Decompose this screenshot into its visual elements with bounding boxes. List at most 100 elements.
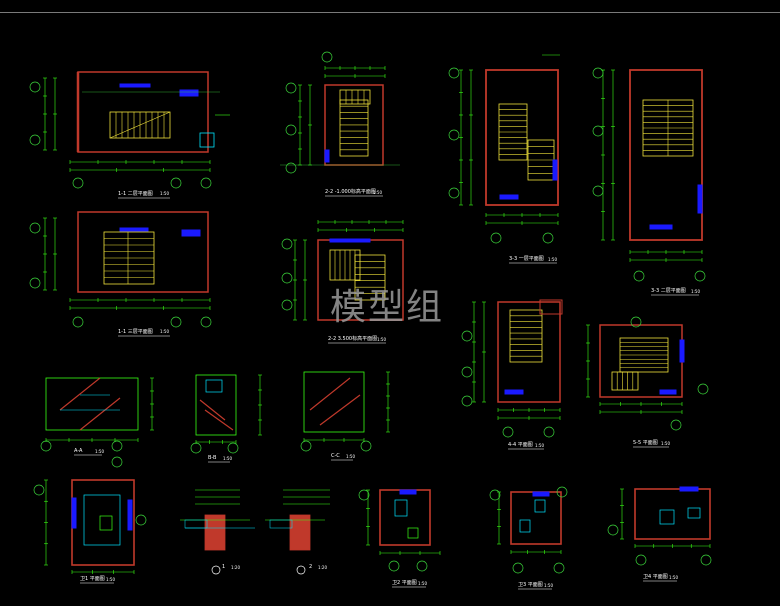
axis-bubble xyxy=(512,562,524,574)
axis-bubble xyxy=(461,395,473,407)
axis-bubble xyxy=(448,129,460,141)
watermark-text: 模型组 xyxy=(330,287,445,328)
window-mark xyxy=(71,497,77,529)
detail-scale-1: 1:20 xyxy=(231,565,240,570)
scale-toilet-2: 1:50 xyxy=(418,581,427,586)
axis-bubble xyxy=(281,299,293,311)
stair-flight xyxy=(354,254,386,301)
stair-landing xyxy=(339,89,371,105)
axis-bubble xyxy=(358,489,370,501)
wall-outline xyxy=(379,489,431,546)
scale-plan-1-1-floor2: 1:50 xyxy=(160,191,169,196)
caption-plan-2-2-3500: 2-2 3.500标高平面图 xyxy=(328,336,378,342)
axis-bubble xyxy=(630,316,642,328)
detail-label-1: 1 xyxy=(222,564,226,570)
axis-bubble xyxy=(697,383,709,395)
wall-outline xyxy=(497,301,561,403)
caption-section-c-c: C-C xyxy=(331,453,340,459)
detail-slab xyxy=(269,519,293,529)
axis-bubble xyxy=(170,316,182,328)
window-mark xyxy=(532,491,550,497)
fixture xyxy=(519,519,531,533)
axis-bubble xyxy=(72,316,84,328)
detail-scale-2: 1:20 xyxy=(318,565,327,570)
fixture xyxy=(534,499,546,513)
wall-outline xyxy=(77,211,209,293)
caption-toilet-2: 卫2 平面图 xyxy=(392,580,417,586)
axis-bubble xyxy=(553,562,565,574)
wall xyxy=(539,299,563,315)
window-mark xyxy=(119,227,149,232)
scale-plan-5-5: 1:50 xyxy=(661,441,670,446)
axis-bubble xyxy=(227,442,239,454)
section-stair xyxy=(199,399,226,421)
stair-flight xyxy=(339,99,369,157)
axis-bubble xyxy=(700,554,712,566)
scale-toilet-4: 1:50 xyxy=(669,575,678,580)
wall-outline xyxy=(71,479,135,566)
axis-bubble xyxy=(111,456,123,468)
scale-plan-3-3-floor1: 1:50 xyxy=(548,257,557,262)
section-stair xyxy=(319,394,361,426)
scale-plan-2-2-m1000: 1:50 xyxy=(373,190,382,195)
detail-wall xyxy=(289,514,311,551)
axis-bubble xyxy=(111,440,123,452)
axis-bubble xyxy=(29,134,41,146)
stair-flight xyxy=(611,371,639,391)
window-mark xyxy=(659,389,677,395)
axis-bubble xyxy=(592,185,604,197)
axis-bubble xyxy=(200,177,212,189)
axis-bubble xyxy=(360,440,372,452)
axis-bubble xyxy=(170,177,182,189)
scale-section-a-a: 1:50 xyxy=(95,449,104,454)
axis-bubble xyxy=(670,419,682,431)
section-opening xyxy=(205,379,223,393)
axis-bubble xyxy=(694,270,706,282)
fixture xyxy=(659,509,675,525)
caption-plan-1-1-floor2: 1-1 二层平面图 xyxy=(118,191,153,197)
axis-bubble xyxy=(607,524,619,536)
stair-arrow xyxy=(109,111,171,139)
wall-outline xyxy=(629,69,703,241)
axis-bubble xyxy=(200,316,212,328)
section-frame xyxy=(45,377,139,431)
window-mark xyxy=(324,149,330,163)
scale-plan-3-3-floor2: 1:50 xyxy=(691,289,700,294)
caption-plan-3-3-floor1: 3-3 一层平面图 xyxy=(509,256,544,262)
caption-plan-3-3-floor2: 3-3 二层平面图 xyxy=(651,288,686,294)
fixture xyxy=(99,515,113,531)
scale-plan-4-4: 1:50 xyxy=(535,443,544,448)
caption-toilet-3: 卫3 平面图 xyxy=(518,582,543,588)
caption-plan-5-5: 5-5 平面图 xyxy=(633,440,658,446)
detail-slab xyxy=(184,519,208,529)
window-mark xyxy=(127,499,133,531)
axis-bubble xyxy=(285,162,297,174)
scale-section-c-c: 1:50 xyxy=(346,454,355,459)
section-frame xyxy=(195,374,237,436)
axis-bubble xyxy=(135,514,147,526)
viewport-top-border xyxy=(0,12,780,13)
axis-bubble xyxy=(633,270,645,282)
axis-bubble xyxy=(285,124,297,136)
scale-plan-2-2-3500: 1:50 xyxy=(377,337,386,342)
axis-bubble xyxy=(281,272,293,284)
scale-toilet-1: 1:50 xyxy=(106,577,115,582)
axis-bubble xyxy=(300,440,312,452)
axis-bubble xyxy=(40,440,52,452)
stair-flight xyxy=(509,309,543,363)
fixture xyxy=(407,527,419,539)
axis-bubble xyxy=(592,67,604,79)
detail-bubble xyxy=(296,565,306,575)
detail-label-2: 2 xyxy=(309,564,313,570)
axis-bubble xyxy=(542,232,554,244)
fixture xyxy=(394,499,408,517)
wall-outline xyxy=(485,69,559,206)
axis-bubble xyxy=(489,489,501,501)
axis-bubble xyxy=(461,330,473,342)
window-mark xyxy=(504,389,524,395)
caption-plan-4-4: 4-4 平面图 xyxy=(508,442,533,448)
detail-bubble xyxy=(211,565,221,575)
axis-bubble xyxy=(448,67,460,79)
